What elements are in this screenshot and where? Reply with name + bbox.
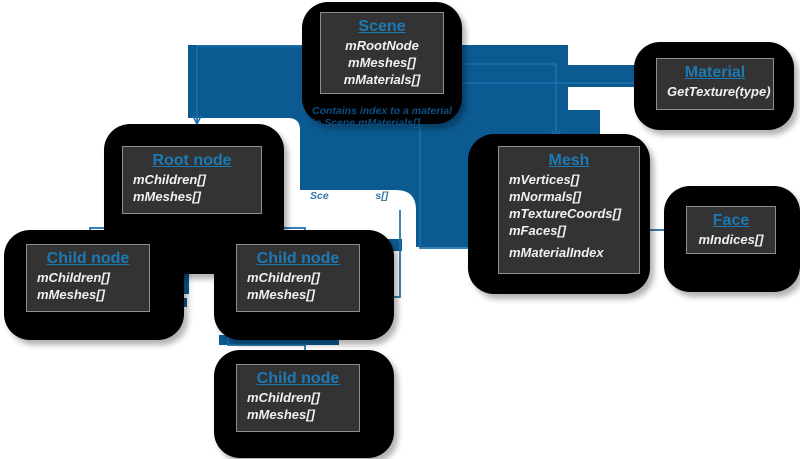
material-card[interactable]: Material GetTexture(type) bbox=[634, 42, 794, 130]
child-node-bottom-title: Child node bbox=[256, 370, 340, 387]
mesh-field-mnormals: mNormals[] bbox=[509, 189, 582, 204]
root-node-panel: Root node mChildren[] mMeshes[] bbox=[122, 146, 262, 214]
mesh-field-mtexturecoords: mTextureCoords[] bbox=[509, 206, 622, 221]
face-title: Face bbox=[712, 212, 750, 229]
scene-card[interactable]: Scene mRootNode mMeshes[] mMaterials[] bbox=[302, 2, 462, 124]
scene-field-mmaterials: mMaterials[] bbox=[343, 72, 421, 87]
root-node-field-mmeshes: mMeshes[] bbox=[133, 189, 201, 204]
scene-panel: Scene mRootNode mMeshes[] mMaterials[] bbox=[320, 12, 444, 94]
child-node-mid-panel: Child node mChildren[] mMeshes[] bbox=[236, 244, 360, 312]
child-node-left-card[interactable]: Child node mChildren[] mMeshes[] bbox=[4, 230, 184, 340]
mesh-panel: Mesh mVertices[] mNormals[] mTextureCoor… bbox=[498, 146, 640, 274]
face-field-mindices: mIndices[] bbox=[698, 232, 764, 247]
scene-field-mmeshes: mMeshes[] bbox=[348, 55, 416, 70]
child-node-left-field-mmeshes: mMeshes[] bbox=[37, 287, 105, 302]
mesh-field-mfaces: mFaces[] bbox=[509, 223, 567, 238]
face-card[interactable]: Face mIndices[] bbox=[664, 186, 800, 292]
scene-field-mrootnode: mRootNode bbox=[345, 38, 419, 53]
child-node-bottom-card[interactable]: Child node mChildren[] mMeshes[] bbox=[214, 350, 394, 458]
child-node-left-title: Child node bbox=[46, 250, 130, 267]
material-index-note: Contains index to a material in Scene.mM… bbox=[312, 105, 453, 129]
face-panel: Face mIndices[] bbox=[686, 206, 776, 254]
mesh-card[interactable]: Mesh mVertices[] mNormals[] mTextureCoor… bbox=[468, 134, 650, 294]
child-node-bottom-field-mchildren: mChildren[] bbox=[247, 390, 320, 405]
material-field-gettexture: GetTexture(type) bbox=[667, 84, 771, 99]
child-node-mid-field-mchildren: mChildren[] bbox=[247, 270, 320, 285]
material-title: Material bbox=[684, 64, 746, 81]
child-node-mid-field-mmeshes: mMeshes[] bbox=[247, 287, 315, 302]
child-node-left-panel: Child node mChildren[] mMeshes[] bbox=[26, 244, 150, 312]
root-node-field-mchildren: mChildren[] bbox=[133, 172, 206, 187]
root-node-title: Root node bbox=[152, 152, 232, 169]
scene-title: Scene bbox=[358, 18, 406, 35]
child-node-left-field-mchildren: mChildren[] bbox=[37, 270, 110, 285]
material-panel: Material GetTexture(type) bbox=[656, 58, 774, 110]
child-node-mid-title: Child node bbox=[256, 250, 340, 267]
mesh-field-mmaterialindex: mMaterialIndex bbox=[509, 245, 604, 260]
child-node-mid-card[interactable]: Child node mChildren[] mMeshes[] bbox=[214, 230, 394, 340]
child-node-bottom-panel: Child node mChildren[] mMeshes[] bbox=[236, 364, 360, 432]
mesh-title: Mesh bbox=[548, 152, 590, 169]
mesh-index-note: Co to Sce s[] bbox=[310, 167, 389, 202]
child-node-bottom-field-mmeshes: mMeshes[] bbox=[247, 407, 315, 422]
mesh-field-mvertices: mVertices[] bbox=[509, 172, 580, 187]
